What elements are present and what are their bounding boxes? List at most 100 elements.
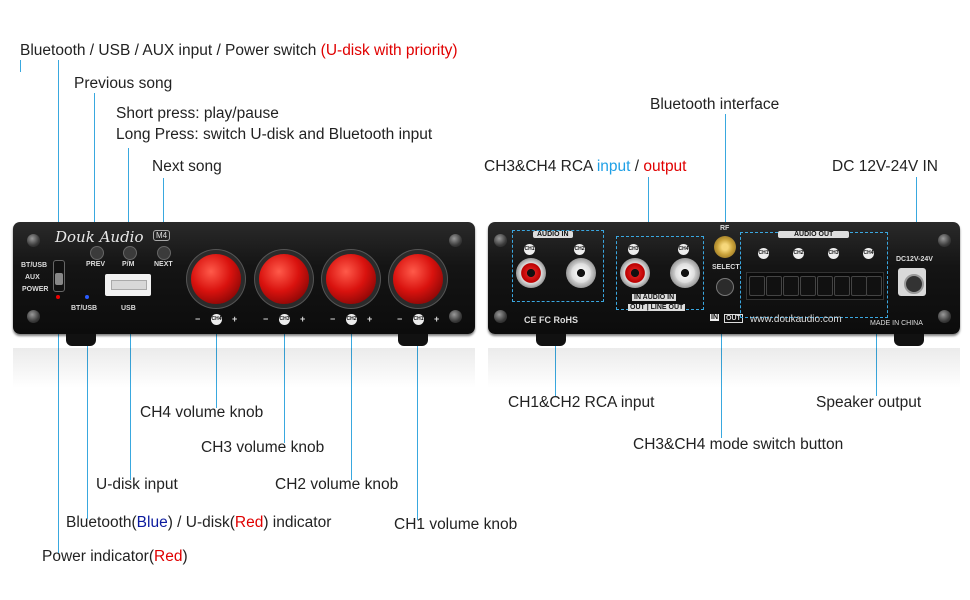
speaker-terminal[interactable]: [783, 276, 799, 296]
select-label: SELECT: [712, 264, 740, 271]
bt-usb-label: BT/USB: [71, 305, 98, 312]
ch1-jack-tag: CH1: [524, 244, 535, 255]
leader-line: [20, 60, 21, 72]
ch4-minus: −: [195, 314, 201, 324]
label-power-a: Power indicator(: [42, 548, 154, 565]
ch2-plus: +: [367, 314, 373, 324]
ch3-volume-knob[interactable]: [259, 254, 309, 304]
leader-line: [648, 177, 649, 237]
speaker-ch4-tag: CH4: [863, 248, 874, 259]
label-indicator-red: Red: [234, 514, 264, 531]
speaker-terminal[interactable]: [817, 276, 833, 296]
ch2-tag: CH2: [346, 314, 357, 325]
ch1-rca-jack[interactable]: [516, 258, 546, 288]
power-led: [56, 295, 60, 299]
ch2-volume-knob[interactable]: [326, 254, 376, 304]
back-foot-right: [894, 334, 924, 346]
leader-line: [351, 328, 352, 480]
label-input-switch-priority: (U-disk with priority): [320, 42, 458, 59]
label-ch1-knob: CH1 volume knob: [394, 516, 518, 533]
made-in-label: MADE IN CHINA: [870, 320, 923, 327]
label-ch2-knob: CH2 volume knob: [275, 476, 399, 493]
screw-icon: [27, 234, 40, 247]
label-indicator-a: Bluetooth(: [66, 514, 137, 531]
select-out-label: OUT: [724, 314, 743, 323]
brand-logo: Douk Audio: [55, 228, 144, 246]
model-badge: M4: [153, 230, 171, 241]
leader-line: [128, 148, 129, 250]
leader-line: [130, 315, 131, 480]
next-button[interactable]: [157, 246, 171, 260]
ch2-minus: −: [330, 314, 336, 324]
leader-line: [216, 328, 217, 408]
front-reflection: [13, 348, 475, 388]
label-ch3-knob: CH3 volume knob: [201, 439, 325, 456]
screw-icon: [449, 234, 462, 247]
website-label: www.doukaudio.com: [750, 314, 842, 325]
screw-icon: [938, 234, 951, 247]
mode-select-button[interactable]: [716, 278, 734, 296]
switch-label-aux: AUX: [25, 274, 40, 281]
label-ch4-knob: CH4 volume knob: [140, 404, 264, 421]
ch4-volume-knob[interactable]: [191, 254, 241, 304]
in-audio-in-label: IN AUDIO IN: [632, 294, 677, 301]
label-mode-switch: CH3&CH4 mode switch button: [633, 436, 844, 453]
ch1-minus: −: [397, 314, 403, 324]
front-foot-right: [398, 334, 428, 346]
speaker-terminal[interactable]: [800, 276, 816, 296]
dc-jack-hole: [904, 274, 924, 294]
usb-port-slot: [111, 280, 147, 290]
leader-line: [58, 305, 59, 553]
ch3-tag: CH3: [279, 314, 290, 325]
label-udisk-input: U-disk input: [96, 476, 178, 493]
next-label: NEXT: [154, 261, 173, 268]
screw-icon: [494, 234, 507, 247]
pm-label: P/M: [122, 261, 135, 268]
cert-marks: CE FC RoHS: [524, 315, 578, 325]
label-long-press: Long Press: switch U-disk and Bluetooth …: [116, 126, 433, 143]
ch4-jack-tag: CH4: [678, 244, 689, 255]
dc-power-jack[interactable]: [898, 268, 926, 296]
label-ch3ch4-input: input: [596, 158, 631, 175]
dc-voltage-label: DC12V-24V: [896, 256, 933, 263]
ch1ch2-input-group: [512, 230, 604, 302]
play-mode-button[interactable]: [123, 246, 137, 260]
switch-lever: [55, 273, 63, 285]
speaker-terminal[interactable]: [834, 276, 850, 296]
back-reflection: [488, 348, 960, 388]
speaker-terminal[interactable]: [766, 276, 782, 296]
label-bluetooth-interface: Bluetooth interface: [650, 96, 780, 113]
ch4-rca-jack[interactable]: [670, 258, 700, 288]
usb-port[interactable]: [105, 274, 151, 296]
leader-line: [58, 60, 59, 265]
label-power-b: ): [182, 548, 188, 565]
label-next-song: Next song: [152, 158, 222, 175]
speaker-ch2-tag: CH2: [793, 248, 804, 259]
leader-line: [94, 93, 95, 250]
prev-label: PREV: [86, 261, 106, 268]
speaker-terminal[interactable]: [749, 276, 765, 296]
speaker-terminal[interactable]: [866, 276, 882, 296]
leader-line: [417, 328, 418, 520]
label-indicator-c: ) indicator: [263, 514, 332, 531]
prev-button[interactable]: [90, 246, 104, 260]
label-ch3ch4-rca: CH3&CH4 RCA input / output: [484, 158, 687, 176]
ch1-volume-knob[interactable]: [393, 254, 443, 304]
label-input-switch: Bluetooth / USB / AUX input / Power swit…: [20, 42, 458, 60]
speaker-ch1-tag: CH1: [758, 248, 769, 259]
speaker-terminal[interactable]: [851, 276, 867, 296]
select-in-label: IN: [710, 314, 719, 321]
switch-label-btusb: BT/USB: [21, 262, 48, 269]
leader-line: [87, 305, 88, 519]
usb-label: USB: [121, 305, 136, 312]
leader-line: [721, 300, 722, 438]
ch3-rca-jack[interactable]: [620, 258, 650, 288]
rf-label: RF: [720, 225, 730, 232]
status-led: [85, 295, 89, 299]
label-ch3ch4-output: output: [643, 158, 687, 175]
screw-icon: [494, 310, 507, 323]
ch2-rca-jack[interactable]: [566, 258, 596, 288]
input-power-switch[interactable]: [53, 260, 65, 292]
label-indicator-blue: Blue: [136, 514, 168, 531]
bluetooth-antenna-connector[interactable]: [714, 236, 736, 258]
